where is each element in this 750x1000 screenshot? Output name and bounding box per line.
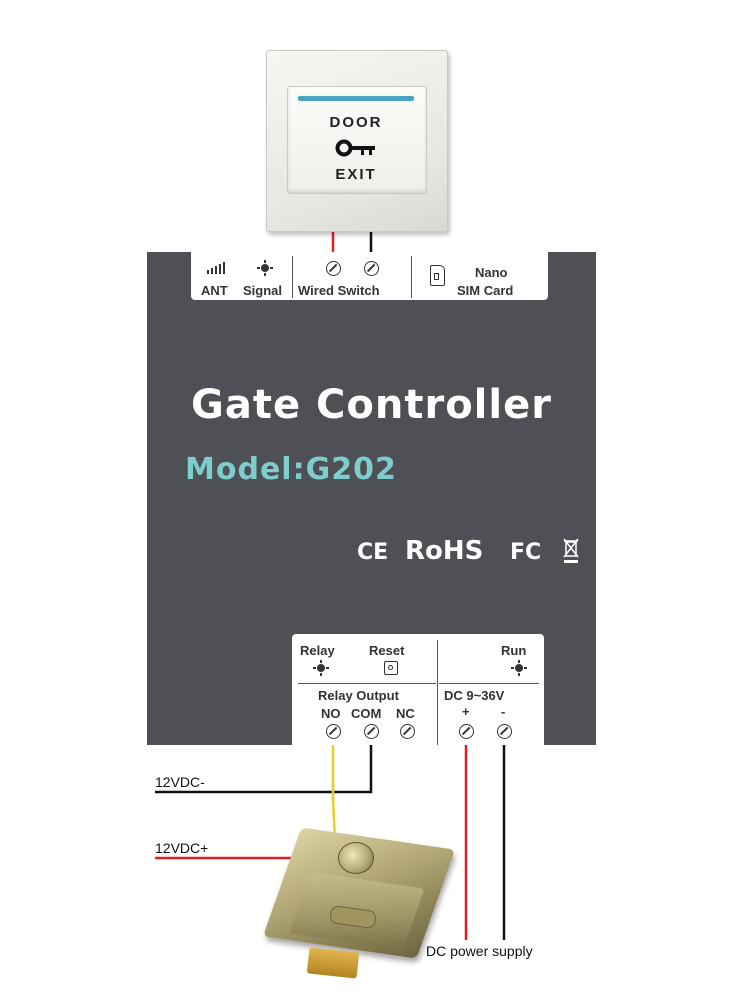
ant-label: ANT	[201, 283, 228, 298]
wire-no-to-lock	[331, 740, 337, 841]
label-12vdc-minus: 12VDC-	[155, 774, 205, 790]
lock-cylinder	[338, 842, 374, 874]
label-dc-power-supply: DC power supply	[426, 943, 533, 959]
terminal-nc-screw	[400, 724, 415, 739]
signal-led-icon	[257, 260, 273, 276]
reset-label: Reset	[369, 643, 405, 658]
wire-12vdc-minus	[155, 740, 373, 794]
relay-output-label: Relay Output	[318, 688, 399, 703]
dc-plus-label: +	[462, 704, 470, 719]
panel-divider	[292, 256, 293, 298]
exit-button-stripe	[298, 96, 414, 101]
label-12vdc-plus: 12VDC+	[155, 840, 209, 856]
fc-mark: FC	[510, 540, 542, 565]
run-led-label: Run	[501, 643, 527, 658]
terminal-no-label: NO	[321, 706, 341, 721]
exit-button	[287, 86, 427, 194]
relay-led-icon	[313, 660, 329, 676]
terminal-nc-label: NC	[396, 706, 415, 721]
reset-button-icon	[384, 661, 398, 675]
relay-led-label: Relay	[300, 643, 335, 658]
sim-label-line2: SIM Card	[457, 283, 514, 298]
wired-switch-terminal-1	[326, 261, 341, 276]
model-number: Model:G202	[185, 452, 397, 487]
sim-card-icon	[430, 265, 445, 286]
weee-bin-icon	[563, 538, 579, 563]
run-led-icon	[511, 660, 527, 676]
wired-switch-terminal-2	[364, 261, 379, 276]
dc-minus-label: -	[501, 704, 506, 719]
dc-input-label: DC 9~36V	[444, 688, 505, 703]
ce-mark: CE	[357, 540, 389, 565]
key-icon	[335, 139, 375, 157]
terminal-dc-plus-screw	[459, 724, 474, 739]
wired-switch-label: Wired Switch	[298, 283, 380, 298]
exit-button-bottom-text: EXIT	[335, 166, 377, 183]
panel-divider	[439, 683, 539, 684]
terminal-dc-minus-screw	[497, 724, 512, 739]
panel-divider	[411, 256, 412, 298]
antenna-signal-icon	[207, 262, 227, 274]
top-label-panel	[191, 252, 548, 300]
signal-label: Signal	[243, 283, 283, 298]
rohs-mark: RoHS	[405, 536, 484, 566]
product-title: Gate Controller	[191, 382, 552, 428]
panel-divider	[298, 683, 436, 684]
sim-label-line1: Nano	[475, 265, 508, 280]
terminal-com-label: COM	[351, 706, 382, 721]
exit-button-top-text: DOOR	[329, 114, 383, 131]
panel-divider	[437, 640, 438, 745]
terminal-com-screw	[364, 724, 379, 739]
lock-bolt	[306, 947, 360, 979]
terminal-no-screw	[326, 724, 341, 739]
